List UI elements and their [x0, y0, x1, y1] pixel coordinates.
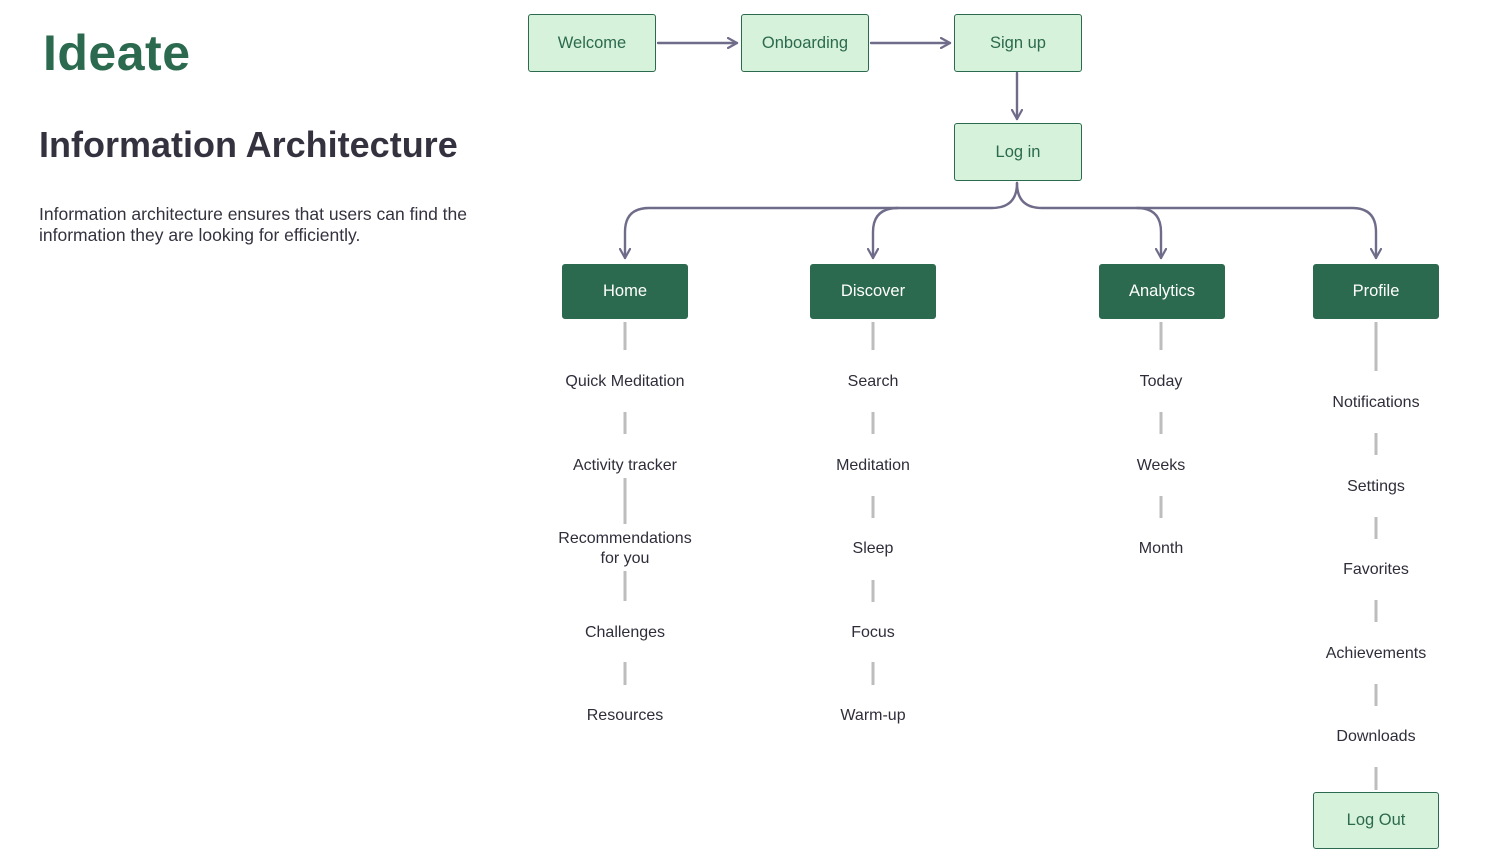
- profile-item-settings: Settings: [1347, 478, 1405, 495]
- profile-item-downloads: Downloads: [1336, 728, 1416, 745]
- discover-item-focus: Focus: [851, 624, 895, 641]
- home-item-activity-tracker: Activity tracker: [572, 457, 677, 474]
- branch-profile: [1135, 206, 1376, 260]
- home-node: Home: [562, 264, 688, 319]
- profile-node: Profile: [1313, 264, 1439, 319]
- signup-node: Sign up: [954, 14, 1082, 72]
- profile-item-notifications: Notifications: [1332, 394, 1420, 411]
- profile-item-achievements: Achievements: [1325, 645, 1427, 662]
- analytics-item-weeks: Weeks: [1136, 457, 1186, 474]
- branch-home: [625, 181, 1019, 260]
- branch-discover: [873, 206, 900, 260]
- home-item-challenges: Challenges: [584, 624, 666, 641]
- welcome-node: Welcome: [528, 14, 656, 72]
- discover-item-search: Search: [847, 373, 899, 390]
- onboarding-node: Onboarding: [741, 14, 869, 72]
- logout-node: Log Out: [1313, 792, 1439, 849]
- discover-node: Discover: [810, 264, 936, 319]
- login-node: Log in: [954, 123, 1082, 181]
- analytics-item-month: Month: [1138, 540, 1184, 557]
- home-item-quick-meditation: Quick Meditation: [565, 373, 685, 390]
- profile-item-favorites: Favorites: [1343, 561, 1409, 578]
- home-item-resources: Resources: [586, 707, 664, 724]
- home-item-recommendations: Recommendations for you: [558, 530, 692, 567]
- discover-item-warm-up: Warm-up: [840, 707, 906, 724]
- page-title: Information Architecture: [39, 124, 458, 165]
- section-title: Ideate: [43, 25, 191, 81]
- analytics-item-today: Today: [1139, 373, 1183, 390]
- branch-analytics: [1015, 181, 1161, 260]
- analytics-node: Analytics: [1099, 264, 1225, 319]
- page-description: Information architecture ensures that us…: [39, 204, 468, 245]
- discover-item-sleep: Sleep: [852, 540, 894, 557]
- discover-item-meditation: Meditation: [836, 457, 910, 474]
